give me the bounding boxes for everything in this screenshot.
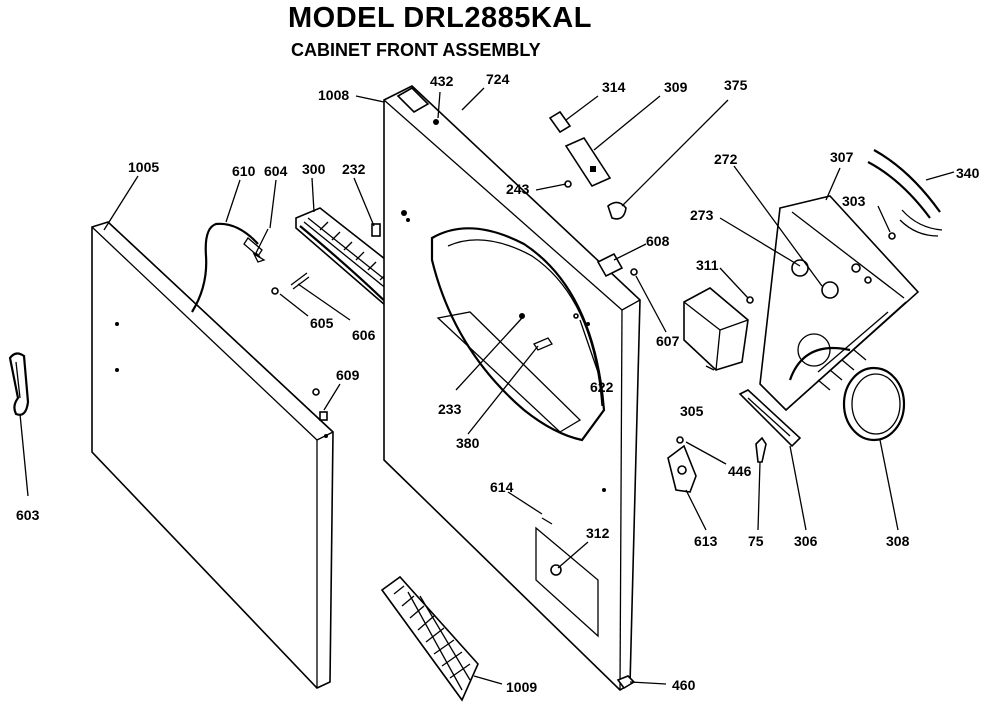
callout-622: 622 xyxy=(590,379,614,395)
callout-314: 314 xyxy=(602,79,626,95)
leader-lines xyxy=(19,87,955,685)
callout-375: 375 xyxy=(724,77,748,93)
callout-610: 610 xyxy=(232,163,256,179)
diagram-subtitle: CABINET FRONT ASSEMBLY xyxy=(291,40,541,60)
callout-243: 243 xyxy=(506,181,530,197)
callout-300: 300 xyxy=(302,161,326,177)
bracket-block-part xyxy=(683,287,749,371)
rear-bulkhead-part xyxy=(759,195,920,412)
latch-part xyxy=(667,444,697,493)
door-hinge-wire-part xyxy=(191,222,263,313)
callout-613: 613 xyxy=(694,533,718,549)
callout-380: 380 xyxy=(456,435,480,451)
felt-seal-part xyxy=(867,149,943,237)
callout-273: 273 xyxy=(690,207,714,223)
callout-272: 272 xyxy=(714,151,738,167)
callout-233: 233 xyxy=(438,401,462,417)
callout-305: 305 xyxy=(680,403,704,419)
callout-607: 607 xyxy=(656,333,680,349)
callout-232: 232 xyxy=(342,161,366,177)
callout-1005: 1005 xyxy=(128,159,159,175)
door-panel-part xyxy=(91,221,334,689)
callout-460: 460 xyxy=(672,677,696,693)
callout-432: 432 xyxy=(430,73,454,89)
callout-309: 309 xyxy=(664,79,688,95)
screw-75 xyxy=(755,436,767,463)
callout-1009: 1009 xyxy=(506,679,537,695)
diagram-title: MODEL DRL2885KAL xyxy=(288,2,592,34)
callout-724: 724 xyxy=(486,71,510,87)
callout-604: 604 xyxy=(264,163,288,179)
small-hardware-parts xyxy=(252,228,328,421)
bulkhead-grille xyxy=(817,349,867,391)
callout-307: 307 xyxy=(830,149,854,165)
callout-1008: 1008 xyxy=(318,87,349,103)
grille-part xyxy=(380,575,479,702)
callout-614: 614 xyxy=(490,479,514,495)
strap-part xyxy=(738,389,802,448)
door-handle-part xyxy=(8,352,30,416)
ring-seal-part xyxy=(842,366,906,442)
callout-306: 306 xyxy=(794,533,818,549)
callout-606: 606 xyxy=(352,327,376,343)
grille-holes xyxy=(393,585,471,691)
callout-311: 311 xyxy=(696,257,719,273)
callout-303: 303 xyxy=(842,193,866,209)
callout-605: 605 xyxy=(310,315,334,331)
screw-303 xyxy=(888,232,896,240)
screw-446 xyxy=(676,436,684,444)
callout-labels: 1008 432 724 314 309 375 243 1005 610 60… xyxy=(16,71,980,695)
callout-446: 446 xyxy=(728,463,752,479)
callout-609: 609 xyxy=(336,367,360,383)
screw-311 xyxy=(746,296,754,304)
callout-312: 312 xyxy=(586,525,610,541)
callout-603: 603 xyxy=(16,507,40,523)
callout-75: 75 xyxy=(748,533,764,549)
callout-340: 340 xyxy=(956,165,980,181)
callout-608: 608 xyxy=(646,233,670,249)
callout-308: 308 xyxy=(886,533,910,549)
